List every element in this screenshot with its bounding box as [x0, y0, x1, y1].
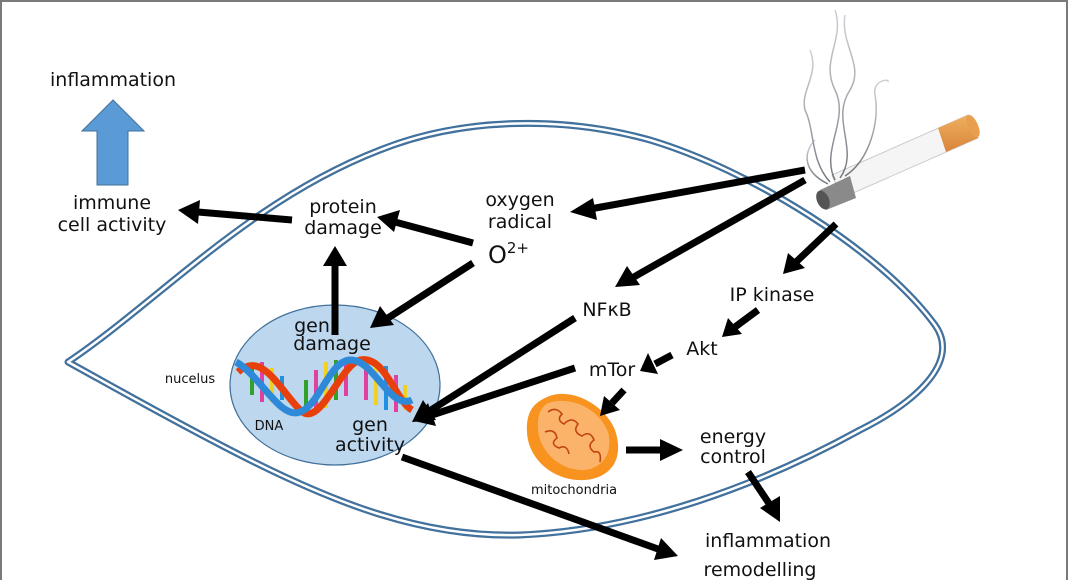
- oxygen-radical-label-line1: oxygen: [485, 189, 554, 211]
- smoke-icon: [803, 9, 889, 185]
- inflammation-remodelling-label-line2: remodelling: [704, 559, 817, 580]
- arrow-protein-damage-to-immune: [178, 200, 293, 224]
- oxygen-radical-label-line2: radical: [488, 211, 552, 233]
- arrows: [178, 166, 839, 560]
- immune-label-line2: cell activity: [58, 214, 167, 236]
- immune-label-line1: immune: [73, 192, 151, 214]
- nucleus-label: nucelus: [165, 372, 215, 387]
- arrow-gen-damage-to-protein-damage: [323, 246, 347, 335]
- arrow-gen-activity-to-remodelling: [400, 453, 678, 560]
- arrow-mtor-to-mitochondria: [600, 387, 627, 416]
- ip-kinase-label: IP kinase: [730, 284, 815, 306]
- arrow-mtor-to-gen-activity: [414, 364, 577, 426]
- arrow-mitochondria-to-energy: [626, 439, 683, 461]
- o2-superscript: 2+: [507, 239, 529, 257]
- gen-activity-label-line2: activity: [335, 434, 405, 456]
- nfkb-label: NFκB: [582, 299, 631, 321]
- gen-damage-label-line2: damage: [293, 333, 371, 355]
- dna-label: DNA: [255, 419, 284, 434]
- o2-base: O: [488, 241, 507, 269]
- arrow-o2-to-gen-damage: [370, 260, 475, 328]
- arrow-ip-kinase-to-akt: [722, 307, 761, 337]
- energy-control-label-line2: control: [700, 446, 766, 468]
- protein-damage-label-line2: damage: [304, 217, 382, 239]
- dna-helix-icon: [234, 356, 415, 417]
- mtor-label: mTor: [589, 359, 636, 381]
- arrow-o2-to-protein-damage: [377, 210, 474, 247]
- o2-label: O2+: [488, 239, 529, 269]
- inflammation-remodelling-label-line1: inflammation: [705, 530, 831, 552]
- arrow-cigarette-to-oxygen-radical: [570, 166, 806, 220]
- inflammation-up-arrow: [80, 99, 146, 186]
- cell-membrane: [64, 119, 946, 539]
- cigarette-icon: [816, 114, 980, 210]
- gen-damage-label-line1: gen: [294, 315, 330, 337]
- inflammation-label: inflammation: [50, 69, 176, 91]
- energy-control-label-line1: energy: [700, 426, 766, 448]
- mitochondria-icon: [526, 393, 619, 481]
- mitochondria-label: mitochondria: [531, 483, 617, 498]
- gen-activity-label-line1: gen: [352, 414, 388, 436]
- arrow-akt-to-mtor: [640, 351, 674, 374]
- arrow-cigarette-to-nfkb: [615, 176, 807, 287]
- akt-label: Akt: [686, 338, 717, 360]
- protein-damage-label-line1: protein: [309, 196, 377, 218]
- arrow-cigarette-to-ip-kinase: [783, 221, 839, 274]
- arrow-energy-to-remodelling: [745, 470, 780, 522]
